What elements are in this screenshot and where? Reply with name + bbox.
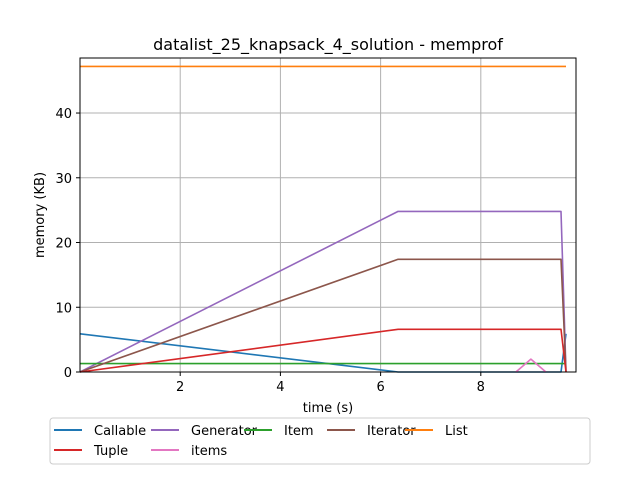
series-line-generator <box>79 210 567 373</box>
y-axis-ticks: 0 10 20 30 40 <box>55 107 80 381</box>
chart-title: datalist_25_knapsack_4_solution - mempro… <box>153 35 503 55</box>
legend-label-item: Item <box>284 424 314 439</box>
y-tick-label: 40 <box>55 107 72 122</box>
y-tick-label: 20 <box>55 237 72 252</box>
legend-label-generator: Generator <box>191 424 258 439</box>
legend-label-items: items <box>191 444 227 459</box>
x-tick-label: 4 <box>276 380 284 395</box>
x-axis-label: time (s) <box>303 401 353 416</box>
legend-label-iterator: Iterator <box>367 424 416 439</box>
series-line-iterator <box>79 258 567 373</box>
series-line-tuple <box>79 328 567 373</box>
legend-label-callable: Callable <box>94 424 146 439</box>
y-axis-label: memory (KB) <box>33 172 48 258</box>
x-axis-ticks: 2 4 6 8 <box>176 372 485 395</box>
plot-frame <box>79 57 577 373</box>
y-tick-label: 30 <box>55 172 72 187</box>
y-tick-label: 0 <box>64 366 72 381</box>
legend-label-tuple: Tuple <box>93 444 128 459</box>
y-tick-label: 10 <box>55 301 72 316</box>
series-line-items <box>515 358 547 373</box>
x-tick-label: 2 <box>176 380 184 395</box>
grid <box>80 58 576 373</box>
legend-box <box>49 417 591 465</box>
x-tick-label: 6 <box>376 380 384 395</box>
legend-label-list: List <box>445 424 468 439</box>
x-tick-label: 8 <box>477 380 485 395</box>
